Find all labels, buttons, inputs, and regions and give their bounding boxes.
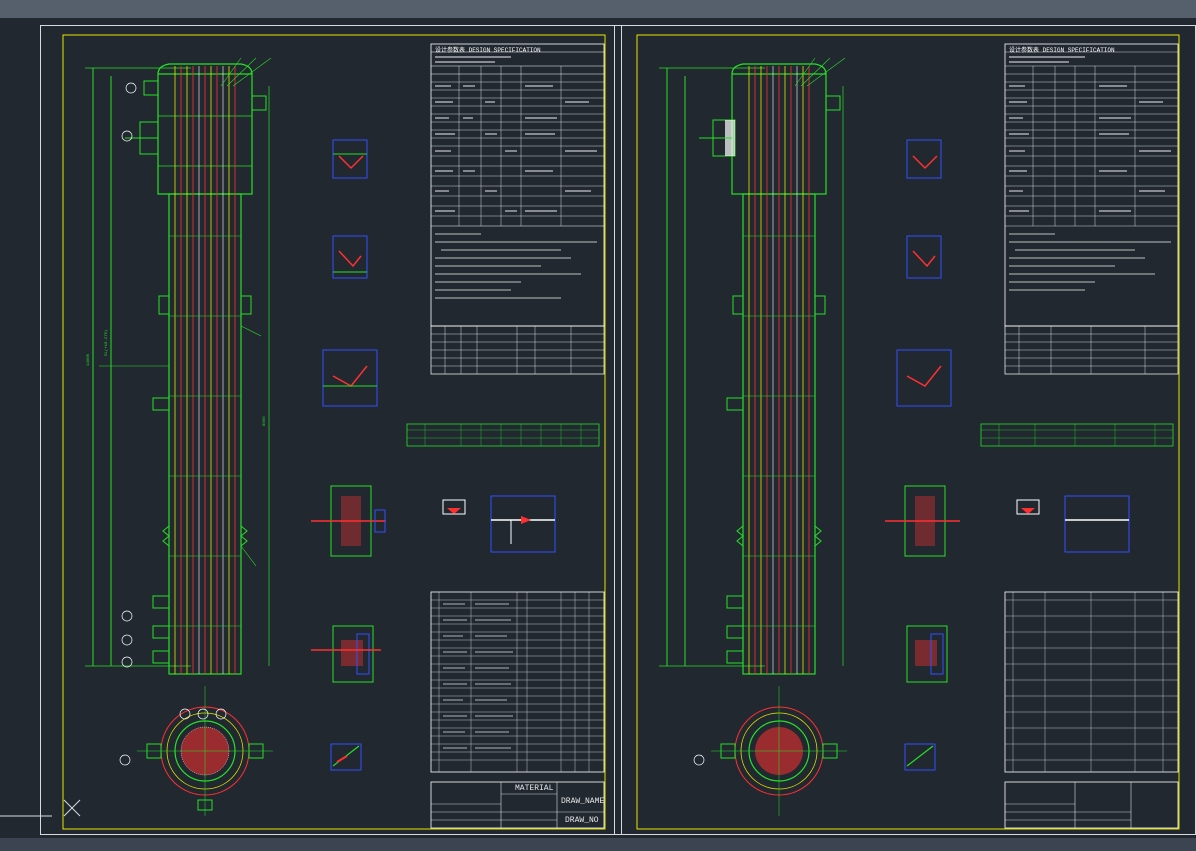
svg-text:14000: 14000 [87,353,91,366]
svg-text:8000: 8000 [263,416,267,426]
spec-table-title-right: 设计参数表 DESIGN SPECIFICATION [1009,47,1115,54]
tubesheet-plan-view [119,686,273,816]
vessel-elevation: 14000 EL(+10.270) [85,57,272,675]
spec-table-title: 设计参数表 DESIGN SPECIFICATION [435,47,541,54]
drawing-canvas[interactable]: 14000 EL(+10.270) [0,18,1196,838]
titleblock-draw-name: DRAW_NAME [561,797,605,806]
vessel-elevation-right [659,57,846,675]
title-block [430,781,605,829]
tube-data-table-right [980,423,1174,447]
design-spec-table [430,43,605,375]
callout-balloons [121,82,137,668]
viewer-top-bar [0,0,1196,18]
title-block-right [1004,781,1179,829]
design-spec-table-right [1004,43,1179,375]
parts-list-table [430,591,605,773]
parts-list-table-right [1004,591,1179,773]
sheet-left-graphics: 14000 EL(+10.270) [62,34,606,830]
tube-data-table [406,423,600,447]
drawing-sheet-right[interactable]: 设计参数表 DESIGN SPECIFICATION [614,25,1196,835]
detail-views [311,139,556,771]
svg-text:EL(+10.270): EL(+10.270) [104,330,109,356]
titleblock-material: MATERIAL [515,784,554,793]
drawing-sheet-left[interactable]: 14000 EL(+10.270) [40,25,622,835]
viewer-bottom-strip [0,838,1196,851]
ucs-x-icon [0,799,81,817]
titleblock-draw-no: DRAW_NO [565,816,599,825]
tubesheet-plan-view-right [693,686,847,816]
detail-views-right [885,139,1130,771]
sheet-right-graphics [636,34,1180,830]
